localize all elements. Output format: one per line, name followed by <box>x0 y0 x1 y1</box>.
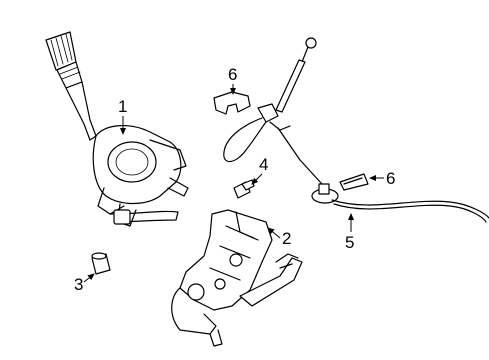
clip-part-lower <box>339 173 369 191</box>
clip-part-upper <box>213 91 251 115</box>
svg-text:2: 2 <box>282 229 291 248</box>
bolt-part <box>233 179 255 199</box>
callout-6-lower: 6 <box>369 169 395 188</box>
svg-text:6: 6 <box>228 65 237 84</box>
callout-5: 5 <box>345 213 354 252</box>
bushing-part <box>91 252 111 275</box>
svg-text:6: 6 <box>386 169 395 188</box>
callout-6-upper: 6 <box>228 65 237 95</box>
shift-cable-part <box>223 37 489 223</box>
callout-4: 4 <box>251 155 268 185</box>
svg-text:1: 1 <box>118 97 127 116</box>
svg-text:4: 4 <box>259 155 268 174</box>
callout-1: 1 <box>118 97 127 135</box>
callout-3: 3 <box>74 273 95 294</box>
callout-2: 2 <box>267 227 291 248</box>
multifunction-switch-part <box>45 31 189 227</box>
svg-text:5: 5 <box>345 233 354 252</box>
steering-column-part <box>171 209 303 347</box>
svg-text:3: 3 <box>74 275 83 294</box>
